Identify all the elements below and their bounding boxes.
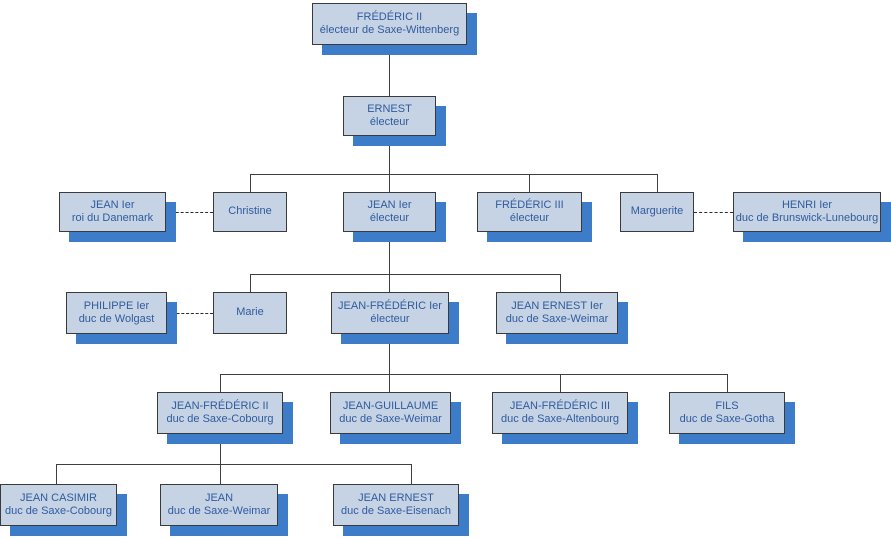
connector-drop-jean1-electeur	[389, 174, 390, 192]
connector-bus-gen3	[250, 274, 560, 275]
node-title: JEAN-FRÉDÉRIC II	[171, 399, 269, 412]
node-subtitle: duc de Saxe-Weimar	[505, 313, 609, 325]
node-subtitle: électeur	[509, 212, 550, 224]
connector-jean1-electeur-down	[389, 232, 390, 274]
node-subtitle: électeur	[370, 313, 410, 325]
node-title: FILS	[715, 399, 739, 412]
node-christine[interactable]: Christine	[213, 192, 287, 232]
connector-ernest-down	[389, 136, 390, 174]
connector-bus-gen4	[220, 374, 727, 375]
node-title: JEAN-FRÉDÉRIC III	[509, 399, 611, 412]
connector-drop-jean-ernest1	[560, 274, 561, 292]
connector-drop-jean-frederic1	[389, 274, 390, 292]
connector-jean-frederic1-down	[389, 334, 390, 374]
marriage-link-marguerite-henri1	[694, 212, 733, 213]
node-title: PHILIPPE Ier	[83, 299, 150, 312]
connector-bus-gen2	[250, 174, 658, 175]
node-subtitle: électeur	[369, 116, 410, 128]
node-title: Marie	[236, 306, 264, 319]
node-title: FRÉDÉRIC III	[495, 198, 564, 211]
node-title: JEAN-GUILLAUME	[342, 399, 439, 412]
connector-drop-marguerite	[657, 174, 658, 192]
connector-drop-jean-guillaume	[389, 374, 390, 392]
node-title: Marguerite	[630, 205, 684, 218]
connector-drop-jean-casimir	[56, 464, 57, 484]
connector-drop-jean-ernest-eisenach	[411, 464, 412, 484]
connector-jean-frederic2-down	[220, 434, 221, 464]
node-title: JEAN CASIMIR	[19, 491, 97, 504]
node-subtitle: duc de Wolgast	[78, 313, 155, 325]
connector-drop-marie	[250, 274, 251, 292]
connector-bus-gen5	[56, 464, 411, 465]
connector-drop-jean-frederic3	[560, 374, 561, 392]
node-title: JEAN ERNEST Ier	[511, 299, 603, 312]
node-title: HENRI Ier	[781, 198, 833, 211]
node-subtitle: électeur	[369, 212, 410, 224]
node-subtitle: duc de Saxe-Eisenach	[340, 505, 452, 517]
marriage-link-jean1-christine	[166, 212, 213, 213]
node-subtitle: duc de Saxe-Cobourg	[166, 413, 274, 425]
connector-drop-jean-weimar	[220, 464, 221, 484]
node-title: ERNEST	[367, 102, 412, 115]
connector-drop-christine	[250, 174, 251, 192]
node-title: JEAN Ier	[90, 198, 135, 211]
node-subtitle: duc de Saxe-Weimar	[167, 505, 271, 517]
node-marguerite[interactable]: Marguerite	[620, 192, 694, 232]
node-title: JEAN	[204, 491, 234, 504]
node-subtitle: duc de Brunswick-Lunebourg	[735, 212, 879, 224]
node-subtitle: électeur de Saxe-Wittenberg	[319, 24, 460, 36]
node-marie[interactable]: Marie	[213, 292, 287, 334]
node-subtitle: duc de Saxe-Altenbourg	[500, 413, 620, 425]
node-title: JEAN Ier	[367, 198, 412, 211]
connector-drop-frederic3	[529, 174, 530, 192]
node-title: JEAN-FRÉDÉRIC Ier	[338, 299, 442, 312]
connector-drop-fils	[727, 374, 728, 392]
node-title: FRÉDÉRIC II	[356, 10, 423, 23]
node-subtitle: roi du Danemark	[71, 212, 154, 224]
node-subtitle: duc de Saxe-Weimar	[339, 413, 442, 425]
connector-drop-jean-frederic2	[220, 374, 221, 392]
node-subtitle: duc de Saxe-Cobourg	[4, 505, 112, 517]
node-subtitle: duc de Saxe-Gotha	[679, 413, 775, 425]
node-title: Christine	[228, 205, 272, 218]
marriage-link-philippe1-marie	[167, 313, 213, 314]
node-title: JEAN ERNEST	[358, 491, 434, 504]
connector-frederic2-down	[389, 45, 390, 96]
